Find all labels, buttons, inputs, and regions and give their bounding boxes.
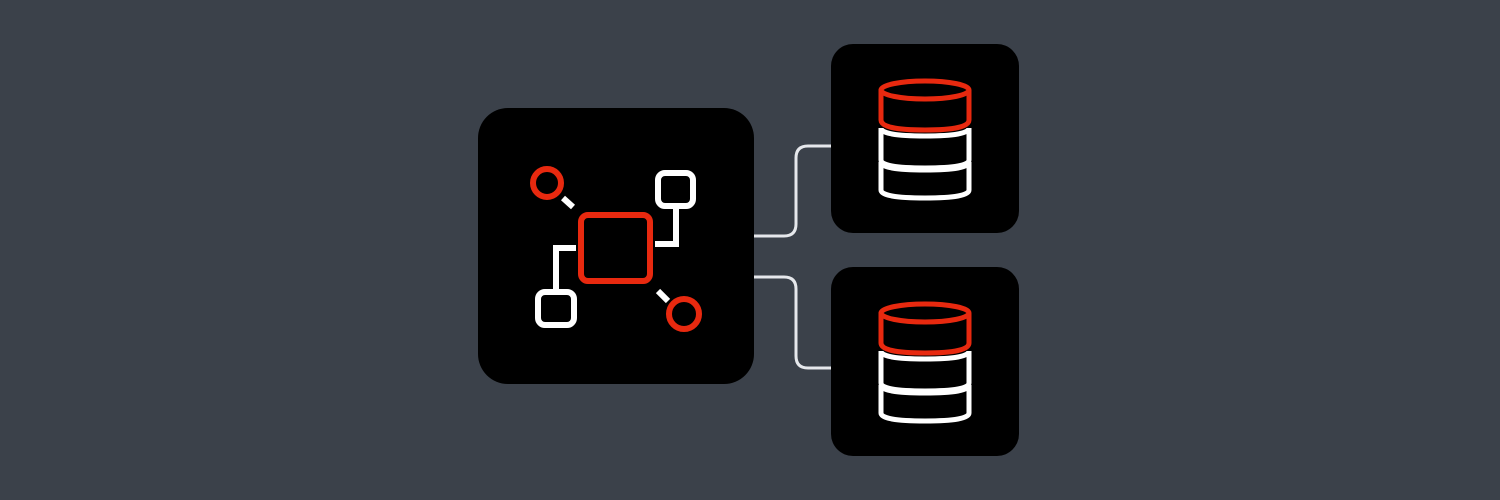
search-node-bottom-right: [666, 296, 702, 332]
hub-node: [478, 108, 754, 384]
database-node-bottom: [831, 267, 1019, 456]
connector-bottom: [754, 275, 831, 370]
network-diagram-icon: [530, 166, 702, 332]
search-node-top-left: [530, 166, 564, 200]
database-icon: [878, 78, 972, 201]
database-node-top: [831, 44, 1019, 233]
connector-top: [754, 144, 831, 238]
hub-card: [478, 108, 754, 384]
central-node: [578, 212, 653, 284]
database-icon: [878, 301, 972, 424]
